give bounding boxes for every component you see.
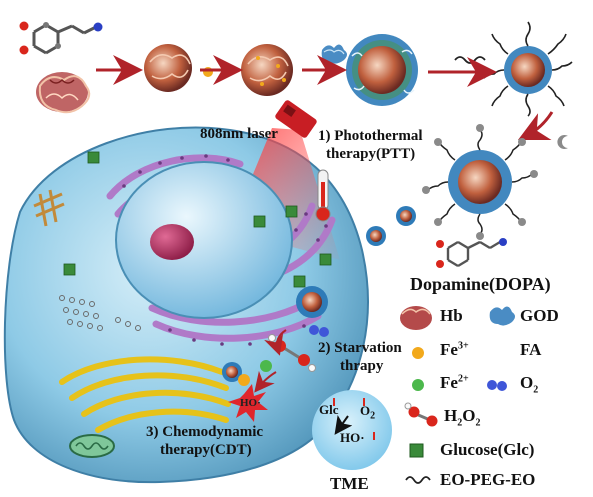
starvation-label-line2: thrapy xyxy=(340,358,384,374)
legend-hb-icon xyxy=(400,306,432,330)
legend-fe2-icon xyxy=(412,379,424,391)
nucleolus xyxy=(150,224,194,260)
fe2-ion-cell xyxy=(260,360,272,372)
nanoparticle-small-1 xyxy=(396,206,416,226)
legend-glucose-icon xyxy=(409,443,424,458)
nanoparticle-small-2 xyxy=(366,226,386,246)
fa-nanoparticle-large xyxy=(422,124,538,240)
glucose-cubes-cell xyxy=(63,151,332,288)
nanoparticle-in-cell-2 xyxy=(222,362,242,382)
nucleus xyxy=(115,161,293,319)
cdt-label-line2: therapy(CDT) xyxy=(160,442,252,458)
hb-protein-cluster xyxy=(36,72,91,114)
ptt-label-line2: therapy(PTT) xyxy=(326,146,416,162)
dopamine-molecule-top xyxy=(19,21,103,55)
ptt-label-line1: 1) Photothermal xyxy=(318,128,423,144)
god-protein-top xyxy=(321,44,347,64)
tme-title: TME xyxy=(330,474,369,493)
peg-chain-top xyxy=(454,56,486,64)
nanoparticle-stage-2 xyxy=(241,44,293,96)
nanoparticle-in-cell xyxy=(296,286,328,318)
tme-glc-label: Glc xyxy=(319,402,339,417)
cdt-label-line1: 3) Chemodynamic xyxy=(146,424,264,440)
legend-fa-icon xyxy=(491,346,498,360)
arrow-cdt xyxy=(254,370,277,393)
vesicle-dots xyxy=(59,295,141,331)
arrow-starvation xyxy=(264,329,287,356)
legend-fa-label: FA xyxy=(520,340,542,359)
cytoskeleton xyxy=(33,189,65,227)
legend-god-label: GOD xyxy=(520,306,559,325)
nanoparticle-stage-4 xyxy=(483,21,573,117)
laser-label: 808nm laser xyxy=(200,126,278,142)
legend-o2-icon xyxy=(487,380,507,391)
legend-fe2-label: Fe2+ xyxy=(440,373,469,392)
radical-label: HO· xyxy=(240,397,261,409)
legend-fe3-label: Fe3+ xyxy=(440,340,469,359)
legend-god-icon xyxy=(489,306,515,326)
nanoparticle-stage-3 xyxy=(346,34,418,106)
hydroxyl-radical-burst xyxy=(228,384,268,422)
fa-ligand-top xyxy=(557,135,568,149)
tme-ho-label: HO· xyxy=(340,430,365,445)
nanoparticle-stage-1 xyxy=(144,44,192,92)
legend-eopeg-label: EO-PEG-EO xyxy=(440,470,536,489)
arrow-step-5 xyxy=(517,111,554,141)
laser-pointer xyxy=(275,100,317,138)
legend-glucose-label: Glucose(Glc) xyxy=(440,440,535,459)
legend-o2-label: O2 xyxy=(520,373,539,396)
legend-fe3-icon xyxy=(412,347,424,359)
thermometer-icon xyxy=(315,169,331,222)
fe3-ion-cell xyxy=(238,374,250,386)
legend-h2o2-label: H2O2 xyxy=(444,406,481,429)
legend-eopeg-icon xyxy=(405,476,431,484)
legend-dopamine-icon xyxy=(436,238,507,268)
mitochondrion xyxy=(69,434,115,458)
legend-hb-label: Hb xyxy=(440,306,463,325)
tme-arrows xyxy=(333,398,375,440)
tme-o2-label: O2 xyxy=(360,403,376,422)
o2-molecule-cell xyxy=(309,325,329,337)
dopamine-label: Dopamine(DOPA) xyxy=(410,274,551,294)
golgi-apparatus xyxy=(59,356,231,433)
legend-h2o2-icon xyxy=(404,402,438,427)
starvation-label-line1: 2) Starvation xyxy=(318,340,402,356)
